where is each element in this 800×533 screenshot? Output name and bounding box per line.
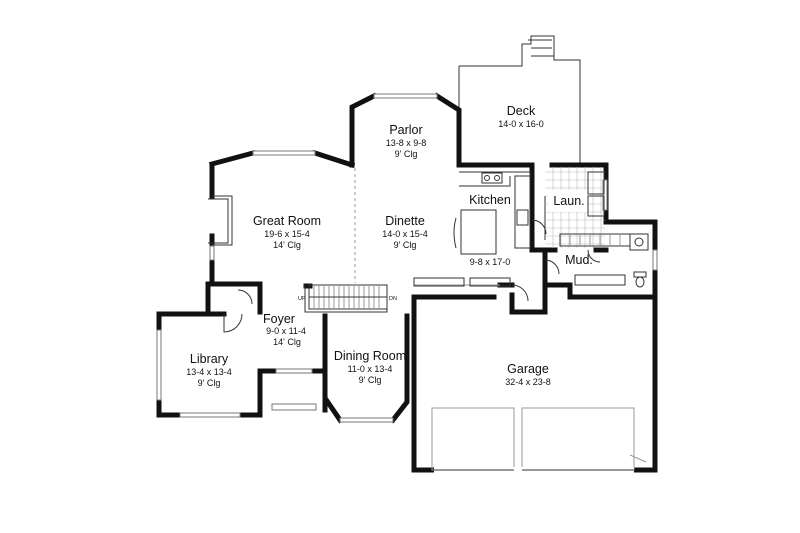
room-label-dining-room: Dining Room 11-0 x 13-4 9' Clg bbox=[334, 349, 406, 385]
parlor-ceiling: 9' Clg bbox=[395, 149, 418, 159]
room-label-garage: Garage 32-4 x 23-8 bbox=[505, 362, 551, 387]
great-room-ceiling: 14' Clg bbox=[273, 240, 301, 250]
dining-room-ceiling: 9' Clg bbox=[359, 375, 382, 385]
garage-details bbox=[431, 407, 647, 473]
garage-dims: 32-4 x 23-8 bbox=[505, 377, 551, 387]
room-label-laundry: Laun. bbox=[553, 194, 584, 208]
room-label-mud: Mud. bbox=[565, 253, 593, 267]
dinette-dims: 14-0 x 15-4 bbox=[382, 229, 428, 239]
deck-name: Deck bbox=[507, 104, 536, 118]
room-label-dinette: Dinette 14-0 x 15-4 9' Clg bbox=[382, 214, 428, 250]
library-ceiling: 9' Clg bbox=[198, 378, 221, 388]
laundry-name: Laun. bbox=[553, 194, 584, 208]
garage-name: Garage bbox=[507, 362, 549, 376]
dining-room-dims: 11-0 x 13-4 bbox=[348, 364, 393, 374]
room-label-kitchen: Kitchen 9-8 x 17-0 bbox=[469, 193, 511, 267]
laundry-fixtures bbox=[545, 167, 649, 288]
room-label-library: Library 13-4 x 13-4 9' Clg bbox=[186, 352, 232, 388]
foyer-ceiling: 14' Clg bbox=[273, 337, 301, 347]
exterior-walls bbox=[156, 92, 658, 473]
room-label-parlor: Parlor 13-8 x 9-8 9' Clg bbox=[386, 123, 427, 159]
staircase: UP DN bbox=[298, 284, 397, 310]
kitchen-name: Kitchen bbox=[469, 193, 511, 207]
parlor-dims: 13-8 x 9-8 bbox=[386, 138, 427, 148]
parlor-name: Parlor bbox=[389, 123, 422, 137]
room-label-great-room: Great Room 19-6 x 15-4 14' Clg bbox=[253, 214, 321, 250]
windows bbox=[156, 93, 658, 423]
room-label-deck: Deck 14-0 x 16-0 bbox=[498, 104, 544, 129]
foyer-name: Foyer bbox=[263, 312, 295, 326]
deck-dims: 14-0 x 16-0 bbox=[498, 119, 544, 129]
great-room-name: Great Room bbox=[253, 214, 321, 228]
doors bbox=[223, 219, 601, 333]
library-dims: 13-4 x 13-4 bbox=[186, 367, 232, 377]
foyer-dims: 9-0 x 11-4 bbox=[266, 326, 306, 336]
room-label-foyer: Foyer 9-0 x 11-4 14' Clg bbox=[263, 312, 306, 347]
library-name: Library bbox=[190, 352, 229, 366]
stair-up-label: UP bbox=[298, 296, 306, 302]
dining-room-name: Dining Room bbox=[334, 349, 406, 363]
deck-area bbox=[458, 35, 581, 165]
interior-walls bbox=[303, 162, 609, 313]
kitchen-fixtures bbox=[413, 171, 531, 287]
mud-name: Mud. bbox=[565, 253, 593, 267]
kitchen-dims: 9-8 x 17-0 bbox=[470, 257, 511, 267]
stair-down-label: DN bbox=[389, 296, 397, 302]
great-room-dims: 19-6 x 15-4 bbox=[264, 229, 310, 239]
dinette-name: Dinette bbox=[385, 214, 425, 228]
dinette-ceiling: 9' Clg bbox=[394, 240, 417, 250]
